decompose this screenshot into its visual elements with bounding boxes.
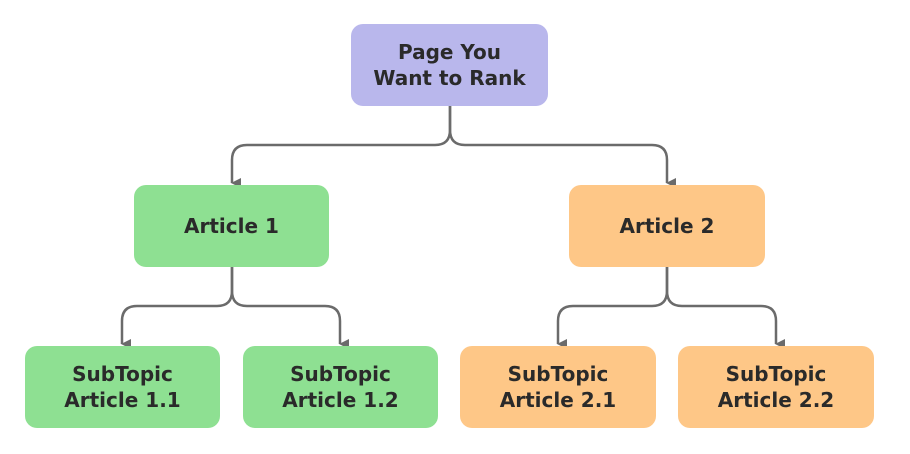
root-node-page-you-want-to-rank: Page You Want to Rank: [351, 24, 548, 106]
article-2-label: Article 2: [619, 214, 715, 238]
subtopic-article-1-2-label: SubTopic Article 1.2: [282, 362, 399, 412]
subtopic-article-1-1-node: SubTopic Article 1.1: [25, 346, 220, 428]
article-2-node: Article 2: [569, 185, 765, 267]
connector-root-to-article-2: [448, 106, 676, 188]
connector-article-1-to-subtopic-1-2: [230, 267, 349, 349]
root-node-label: Page You Want to Rank: [373, 40, 526, 90]
article-1-node: Article 1: [134, 185, 329, 267]
subtopic-article-2-2-label: SubTopic Article 2.2: [717, 362, 835, 412]
subtopic-article-2-2-node: SubTopic Article 2.2: [678, 346, 874, 428]
connector-article-2-to-subtopic-2-1: [556, 267, 669, 349]
connector-article-2-to-subtopic-2-2: [665, 267, 785, 349]
subtopic-article-2-1-label: SubTopic Article 2.1: [499, 362, 617, 412]
article-1-label: Article 1: [184, 214, 279, 238]
subtopic-article-1-2-node: SubTopic Article 1.2: [243, 346, 438, 428]
connector-article-1-to-subtopic-1-1: [120, 267, 234, 349]
subtopic-article-2-1-node: SubTopic Article 2.1: [460, 346, 656, 428]
subtopic-article-1-1-label: SubTopic Article 1.1: [64, 362, 181, 412]
connector-root-to-article-1: [230, 106, 452, 188]
